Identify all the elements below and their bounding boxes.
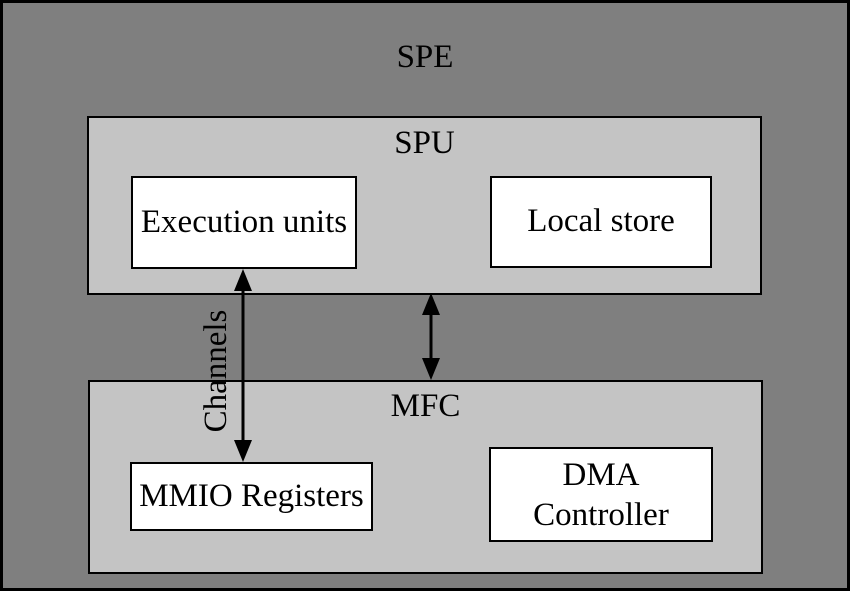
mfc-label: MFC bbox=[390, 388, 461, 424]
dma-controller-box: DMA Controller bbox=[489, 447, 713, 542]
spe-label: SPE bbox=[396, 39, 454, 75]
local-store-label: Local store bbox=[527, 203, 675, 240]
execution-units-label: Execution units bbox=[140, 203, 348, 240]
mmio-registers-box: MMIO Registers bbox=[130, 462, 373, 531]
execution-units-box: Execution units bbox=[131, 176, 357, 269]
dma-controller-label: DMA Controller bbox=[533, 456, 669, 533]
spu-label: SPU bbox=[394, 125, 455, 161]
local-store-box: Local store bbox=[490, 176, 712, 268]
channels-label: Channels bbox=[197, 309, 234, 433]
mmio-registers-label: MMIO Registers bbox=[139, 477, 364, 514]
